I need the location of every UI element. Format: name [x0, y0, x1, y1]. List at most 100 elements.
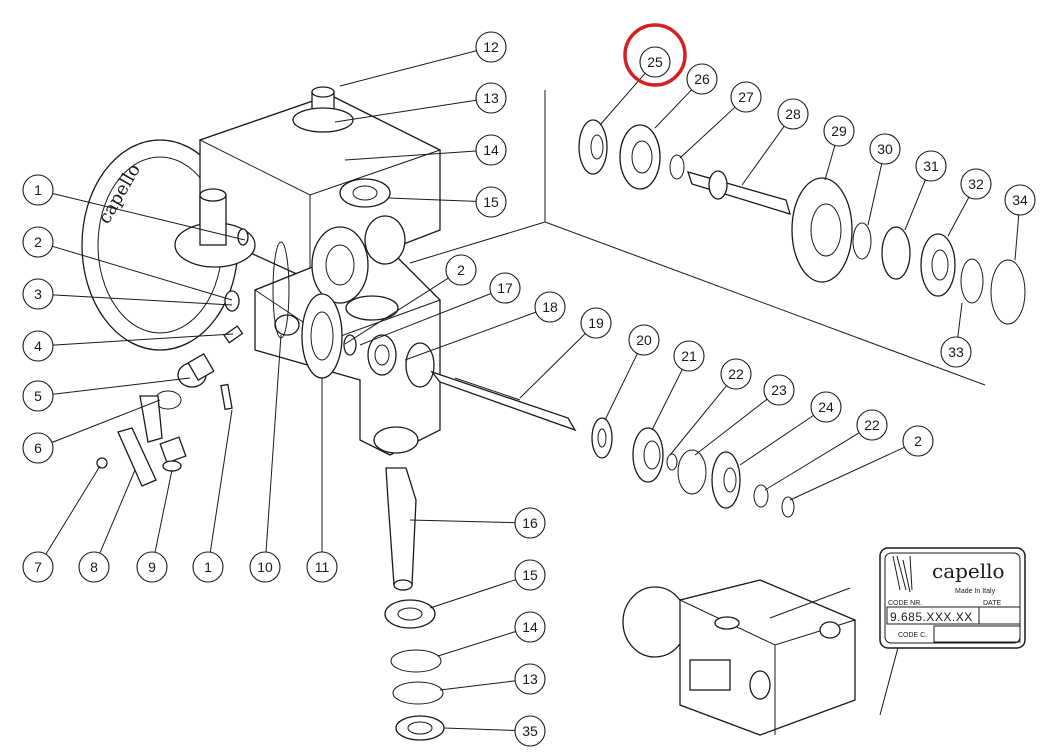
callout-leader-18	[404, 311, 537, 361]
callout-label: 12	[483, 39, 499, 55]
callout-leader-31	[904, 179, 926, 231]
callout-circle	[475, 134, 507, 166]
highlight-ring	[623, 23, 687, 87]
callout-leader-2	[344, 277, 449, 345]
callout-4: 4	[22, 330, 54, 362]
callout-label: 13	[483, 90, 499, 106]
callout-leader-7	[45, 465, 101, 555]
callout-leader-5	[52, 377, 191, 395]
callout-leader-15	[387, 197, 477, 202]
callout-label: 2	[914, 433, 922, 449]
callout-label: 26	[694, 71, 710, 87]
callout-label: 15	[483, 194, 499, 210]
callout-14: 14	[514, 611, 546, 643]
callout-label: 22	[864, 417, 880, 433]
callout-leader-23	[694, 398, 768, 456]
callout-label: 24	[818, 399, 834, 415]
callout-label: 15	[522, 567, 538, 583]
nameplate-logo	[892, 555, 913, 593]
callout-circle	[136, 551, 168, 583]
callout-label: 5	[34, 388, 42, 404]
callout-circle	[856, 409, 888, 441]
callout-22: 22	[856, 409, 888, 441]
callout-circle	[249, 551, 281, 583]
callout-label: 14	[483, 142, 499, 158]
callout-circle	[306, 551, 338, 583]
callout-21: 21	[673, 340, 705, 372]
callout-label: 33	[948, 344, 964, 360]
nameplate-code-nr-label: CODE NR.	[888, 600, 922, 607]
callout-3: 3	[22, 278, 54, 310]
callout-leader-35	[443, 727, 516, 731]
callout-leader-3	[52, 294, 233, 306]
callout-label: 35	[522, 723, 538, 739]
callout-circle	[720, 358, 752, 390]
callout-circle	[915, 150, 947, 182]
callout-label: 10	[257, 559, 273, 575]
callout-circle	[22, 432, 54, 464]
callout-circle	[940, 336, 972, 368]
callout-label: 6	[34, 440, 42, 456]
callout-label: 14	[522, 619, 538, 635]
nameplate-code-c-label: CODE C.	[898, 632, 927, 639]
callout-2: 2	[445, 254, 477, 286]
callout-leader-2	[52, 245, 233, 301]
callout-circle	[489, 272, 521, 304]
callout-label: 13	[522, 671, 538, 687]
callout-15: 15	[514, 559, 546, 591]
callout-17: 17	[489, 272, 521, 304]
callout-label: 1	[34, 182, 42, 198]
callout-circle	[22, 278, 54, 310]
callout-label: 34	[1012, 192, 1028, 208]
callout-11: 11	[306, 551, 338, 583]
nameplate-brand: capello	[932, 559, 1005, 583]
callout-leader-13	[439, 680, 516, 691]
shaft-19-assembly	[430, 370, 795, 518]
callout-circle	[534, 291, 566, 323]
callout-circle	[686, 63, 718, 95]
callout-circle	[777, 98, 809, 130]
callout-leader-8	[99, 469, 136, 554]
callout-leader-1	[52, 193, 246, 241]
callout-leader-28	[741, 125, 785, 186]
callout-30: 30	[869, 133, 901, 165]
callout-leader-17	[359, 293, 492, 346]
callout-leader-21	[651, 369, 683, 431]
callout-label: 31	[923, 158, 939, 174]
callout-leader-24	[739, 414, 814, 466]
callout-circle	[514, 715, 546, 747]
callout-leader-30	[867, 163, 883, 226]
callout-33: 33	[940, 336, 972, 368]
nameplate-date-label: DATE	[983, 600, 1001, 607]
callout-leader-2	[789, 446, 905, 501]
callout-circle	[514, 611, 546, 643]
callout-label: 3	[34, 286, 42, 302]
callout-label: 7	[34, 559, 42, 575]
callout-8: 8	[78, 551, 110, 583]
callout-leader-27	[679, 106, 736, 159]
callout-circle	[869, 133, 901, 165]
callout-label: 27	[738, 89, 754, 105]
callout-18: 18	[534, 291, 566, 323]
callout-label: 2	[457, 262, 465, 278]
callout-circle	[730, 81, 762, 113]
callout-circle	[514, 663, 546, 695]
callout-circle	[810, 391, 842, 423]
callout-label: 20	[636, 332, 652, 348]
callout-10: 10	[249, 551, 281, 583]
callout-31: 31	[915, 150, 947, 182]
callout-leader-16	[409, 519, 516, 524]
callout-34: 34	[1004, 184, 1036, 216]
callout-2: 2	[22, 226, 54, 258]
callout-circle	[960, 168, 992, 200]
callout-1: 1	[22, 174, 54, 206]
callout-leader-20	[604, 353, 638, 421]
callout-label: 17	[497, 280, 513, 296]
callout-5: 5	[22, 380, 54, 412]
callout-circle	[1004, 184, 1036, 216]
callout-2: 2	[902, 425, 934, 457]
callout-25: 25	[639, 46, 671, 78]
